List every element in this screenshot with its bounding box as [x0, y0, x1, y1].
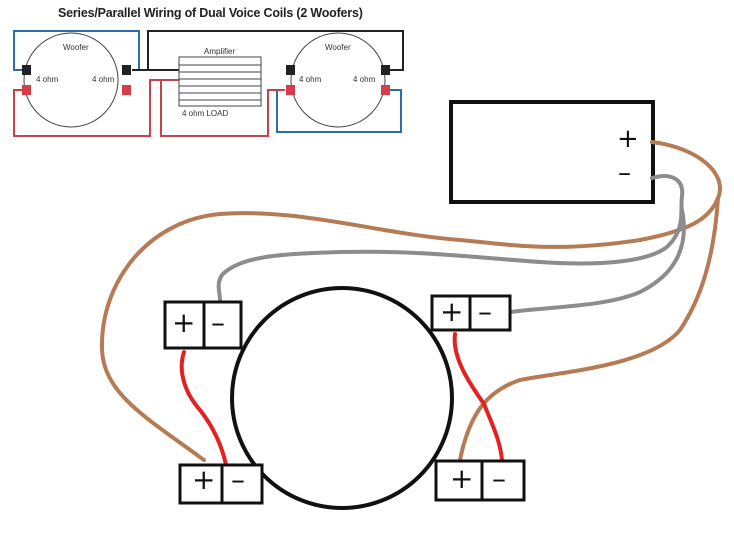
sketch-amplifier-box — [449, 100, 655, 204]
amplifier-block — [178, 56, 262, 107]
brown-wire-upper — [99, 140, 722, 462]
red-wire-left — [13, 79, 179, 137]
load-label: 4 ohm LOAD — [182, 109, 229, 118]
tr-plus-mark: + — [440, 295, 464, 328]
coil-label-lw-right: 4 ohm — [92, 75, 115, 84]
gray-wire-lower — [508, 208, 686, 314]
terminal-block-top-right — [430, 294, 512, 332]
coil-label-lw-left: 4 ohm — [36, 75, 59, 84]
br-minus-mark: – — [492, 462, 506, 495]
coil-label-rw-left: 4 ohm — [299, 75, 322, 84]
amp-minus-mark: – — [618, 158, 631, 188]
terminal-lw-right-red — [122, 85, 131, 95]
terminal-lw-left-red — [22, 85, 31, 95]
woofer-right-cone — [290, 32, 386, 128]
black-wire-right — [147, 30, 404, 71]
br-plus-mark: + — [450, 462, 474, 495]
woofer-right-label: Woofer — [325, 43, 351, 52]
terminal-rw-left-black — [286, 65, 295, 75]
tr-minus-mark: – — [478, 295, 492, 328]
terminal-rw-left-red — [286, 85, 295, 95]
terminal-rw-right-red — [381, 85, 390, 95]
woofer-left-cone — [23, 32, 119, 128]
sketch-speaker — [230, 286, 454, 510]
diagram-title: Series/Parallel Wiring of Dual Voice Coi… — [58, 6, 363, 20]
terminal-block-top-left — [163, 300, 243, 350]
gray-wire-upper — [216, 174, 685, 302]
terminal-lw-right-black — [122, 65, 131, 75]
amp-plus-mark: + — [617, 124, 639, 154]
terminal-rw-right-black — [381, 65, 390, 75]
terminal-block-bottom-left — [178, 463, 264, 505]
brown-wire-lower — [458, 196, 720, 462]
red-jumper-right — [452, 332, 504, 462]
tl-plus-mark: + — [172, 306, 196, 339]
bl-minus-mark: – — [231, 463, 245, 496]
terminal-block-bottom-right — [434, 459, 526, 502]
amplifier-label: Amplifier — [204, 47, 236, 56]
woofer-left-label: Woofer — [63, 43, 89, 52]
coil-label-rw-right: 4 ohm — [353, 75, 376, 84]
tl-minus-mark: – — [211, 306, 225, 339]
red-jumper-left — [179, 350, 228, 467]
bl-plus-mark: + — [192, 463, 216, 496]
red-wire-right — [160, 79, 285, 137]
terminal-lw-left-black — [22, 65, 31, 75]
